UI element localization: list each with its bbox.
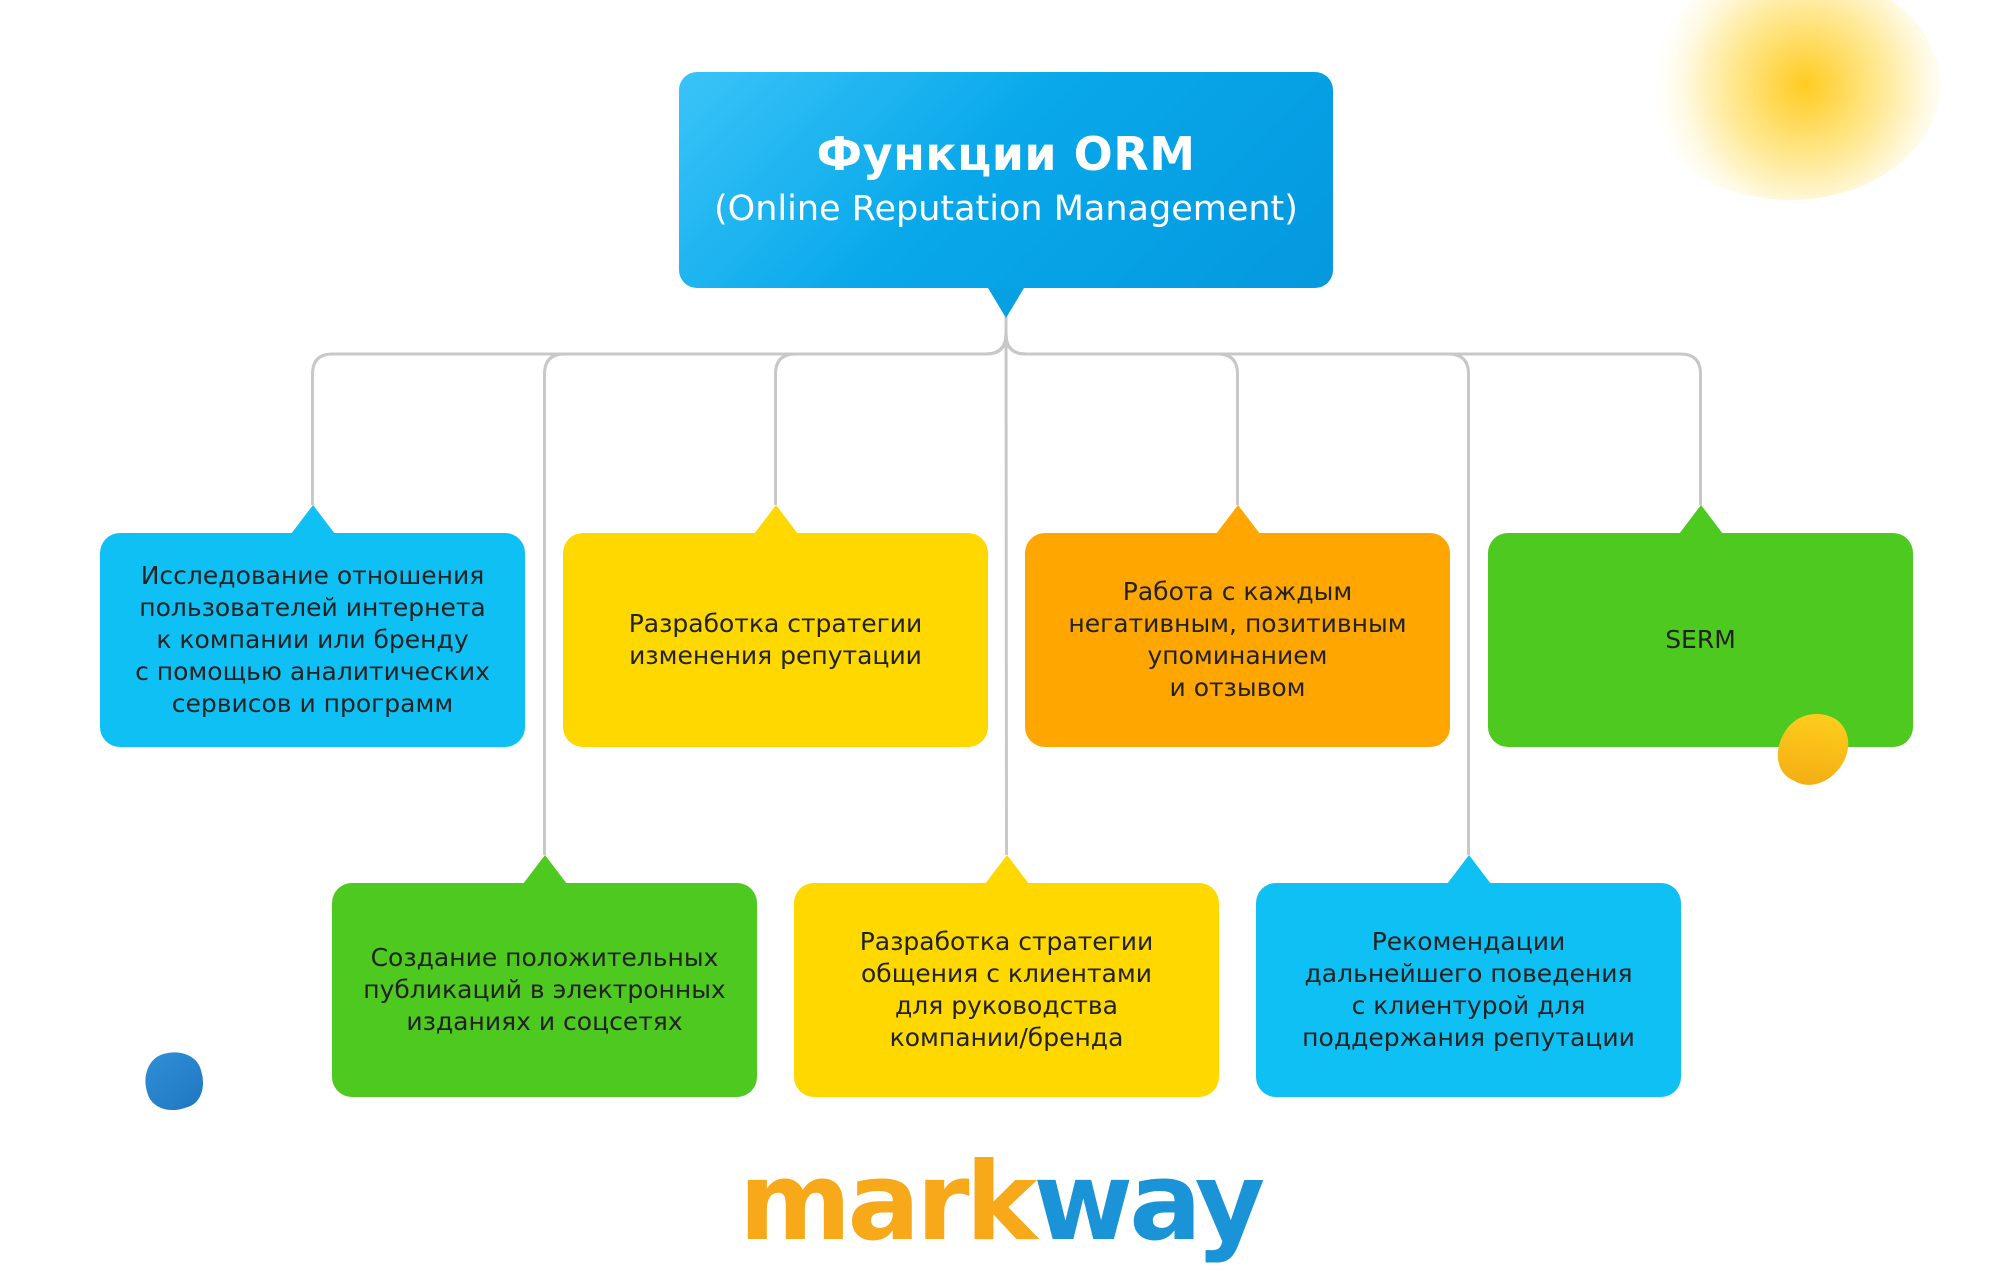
function-node-research: Исследование отношения пользователей инт… (100, 533, 525, 747)
connector-reputation-strategy (774, 308, 1008, 505)
function-label: Создание положительных публикаций в элек… (363, 943, 726, 1036)
function-node-communication-strategy: Разработка стратегии общения с клиентами… (794, 883, 1219, 1097)
connector-research (311, 308, 1008, 505)
logo-part-mark: mark (738, 1140, 1037, 1265)
function-node-serm: SERM (1488, 533, 1913, 747)
function-label: Разработка стратегии изменения репутации (628, 609, 923, 670)
function-node-recommendations: Рекомендации дальнейшего поведения с кли… (1256, 883, 1681, 1097)
decorative-yellow-glow (1640, 0, 1940, 200)
function-pointer-reputation-strategy (753, 505, 798, 534)
function-label: SERM (1665, 625, 1736, 654)
function-pointer-serm (1678, 505, 1723, 534)
function-node-positive-publications: Создание положительных публикаций в элек… (332, 883, 757, 1097)
logo-part-way: way (1033, 1140, 1265, 1265)
function-label: Исследование отношения пользователей инт… (135, 561, 490, 718)
function-node-reputation-strategy: Разработка стратегии изменения репутации (563, 533, 988, 747)
root-node: Функции ORM (Online Reputation Managemen… (679, 72, 1333, 288)
function-pointer-positive-publications (522, 855, 567, 884)
root-pointer (988, 288, 1024, 318)
function-label: Работа с каждым негативным, позитивным у… (1068, 577, 1407, 702)
function-node-mentions-reviews: Работа с каждым негативным, позитивным у… (1025, 533, 1450, 747)
function-label: Разработка стратегии общения с клиентами… (859, 927, 1154, 1052)
connector-mentions-reviews (1004, 308, 1239, 505)
function-pointer-research (290, 505, 335, 534)
connector-serm (1004, 308, 1702, 505)
function-label: Рекомендации дальнейшего поведения с кли… (1302, 927, 1635, 1052)
function-pointer-recommendations (1446, 855, 1491, 884)
root-title: Функции ORM (816, 127, 1196, 181)
connector-communication-strategy (1004, 307, 1008, 856)
root-subtitle: (Online Reputation Management) (714, 189, 1298, 229)
function-pointer-communication-strategy (984, 855, 1029, 884)
function-pointer-mentions-reviews (1215, 505, 1260, 534)
markway-logo: markway (0, 1148, 2000, 1258)
